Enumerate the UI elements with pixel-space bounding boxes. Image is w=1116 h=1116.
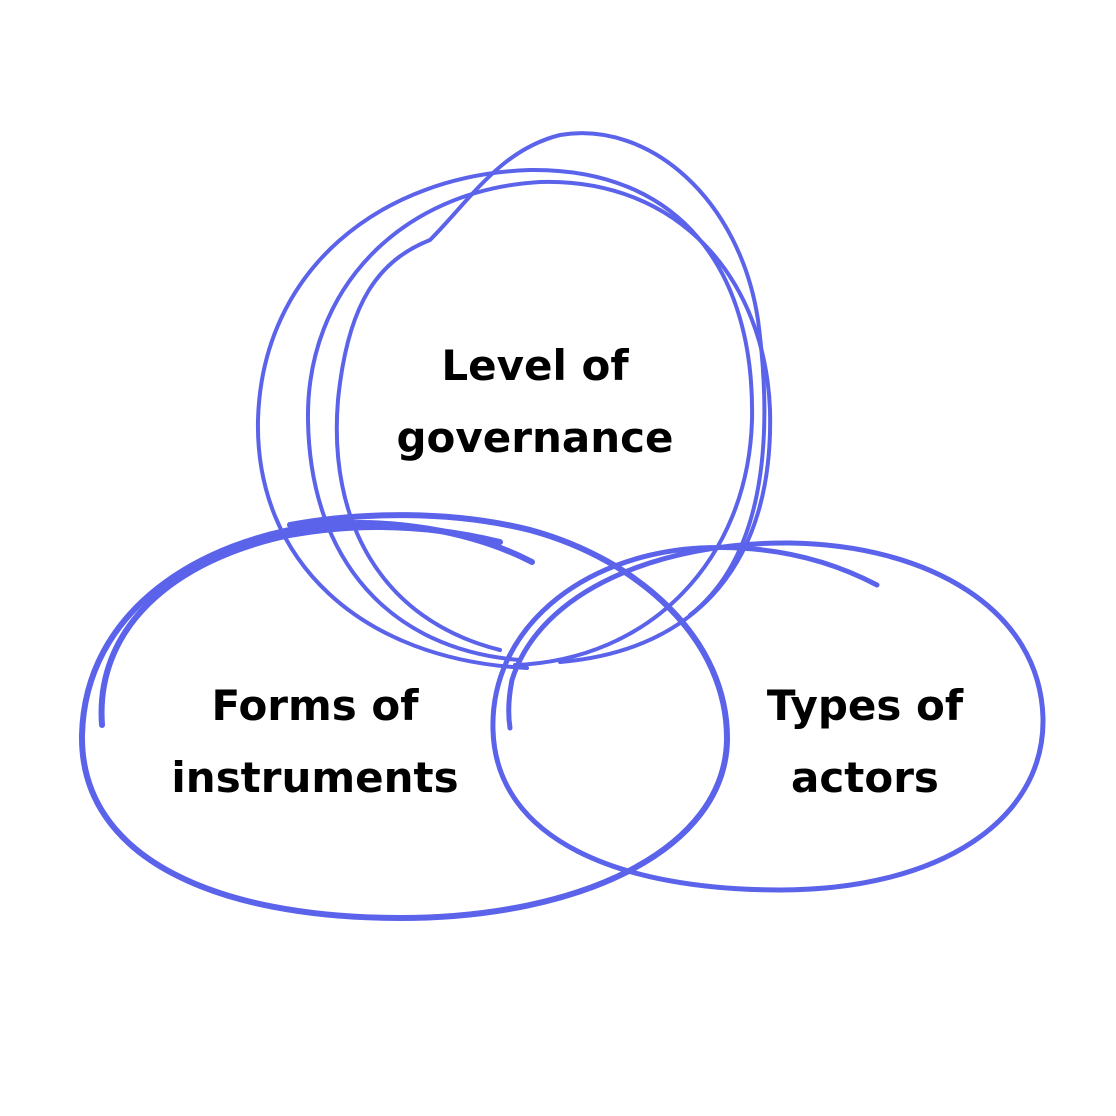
circle-instruments — [78, 512, 731, 921]
label-actors-line-1: Types of — [766, 681, 964, 730]
label-actors-line-2: actors — [791, 753, 939, 802]
circle-actors-loop-1 — [490, 540, 1046, 893]
circle-instruments-loop-2 — [98, 523, 503, 728]
circle-actors — [490, 540, 1046, 893]
circle-governance-loop-3 — [334, 131, 767, 652]
circle-governance-loop-1 — [255, 167, 755, 670]
circle-instruments-loop-1 — [78, 512, 731, 921]
label-actors: Types of actors — [660, 670, 1070, 814]
label-instruments-line-2: instruments — [171, 753, 459, 802]
label-governance: Level of governance — [330, 330, 740, 474]
label-instruments: Forms of instruments — [110, 670, 520, 814]
label-governance-line-2: governance — [396, 413, 674, 462]
label-instruments-line-1: Forms of — [211, 681, 419, 730]
label-governance-line-1: Level of — [441, 341, 629, 390]
